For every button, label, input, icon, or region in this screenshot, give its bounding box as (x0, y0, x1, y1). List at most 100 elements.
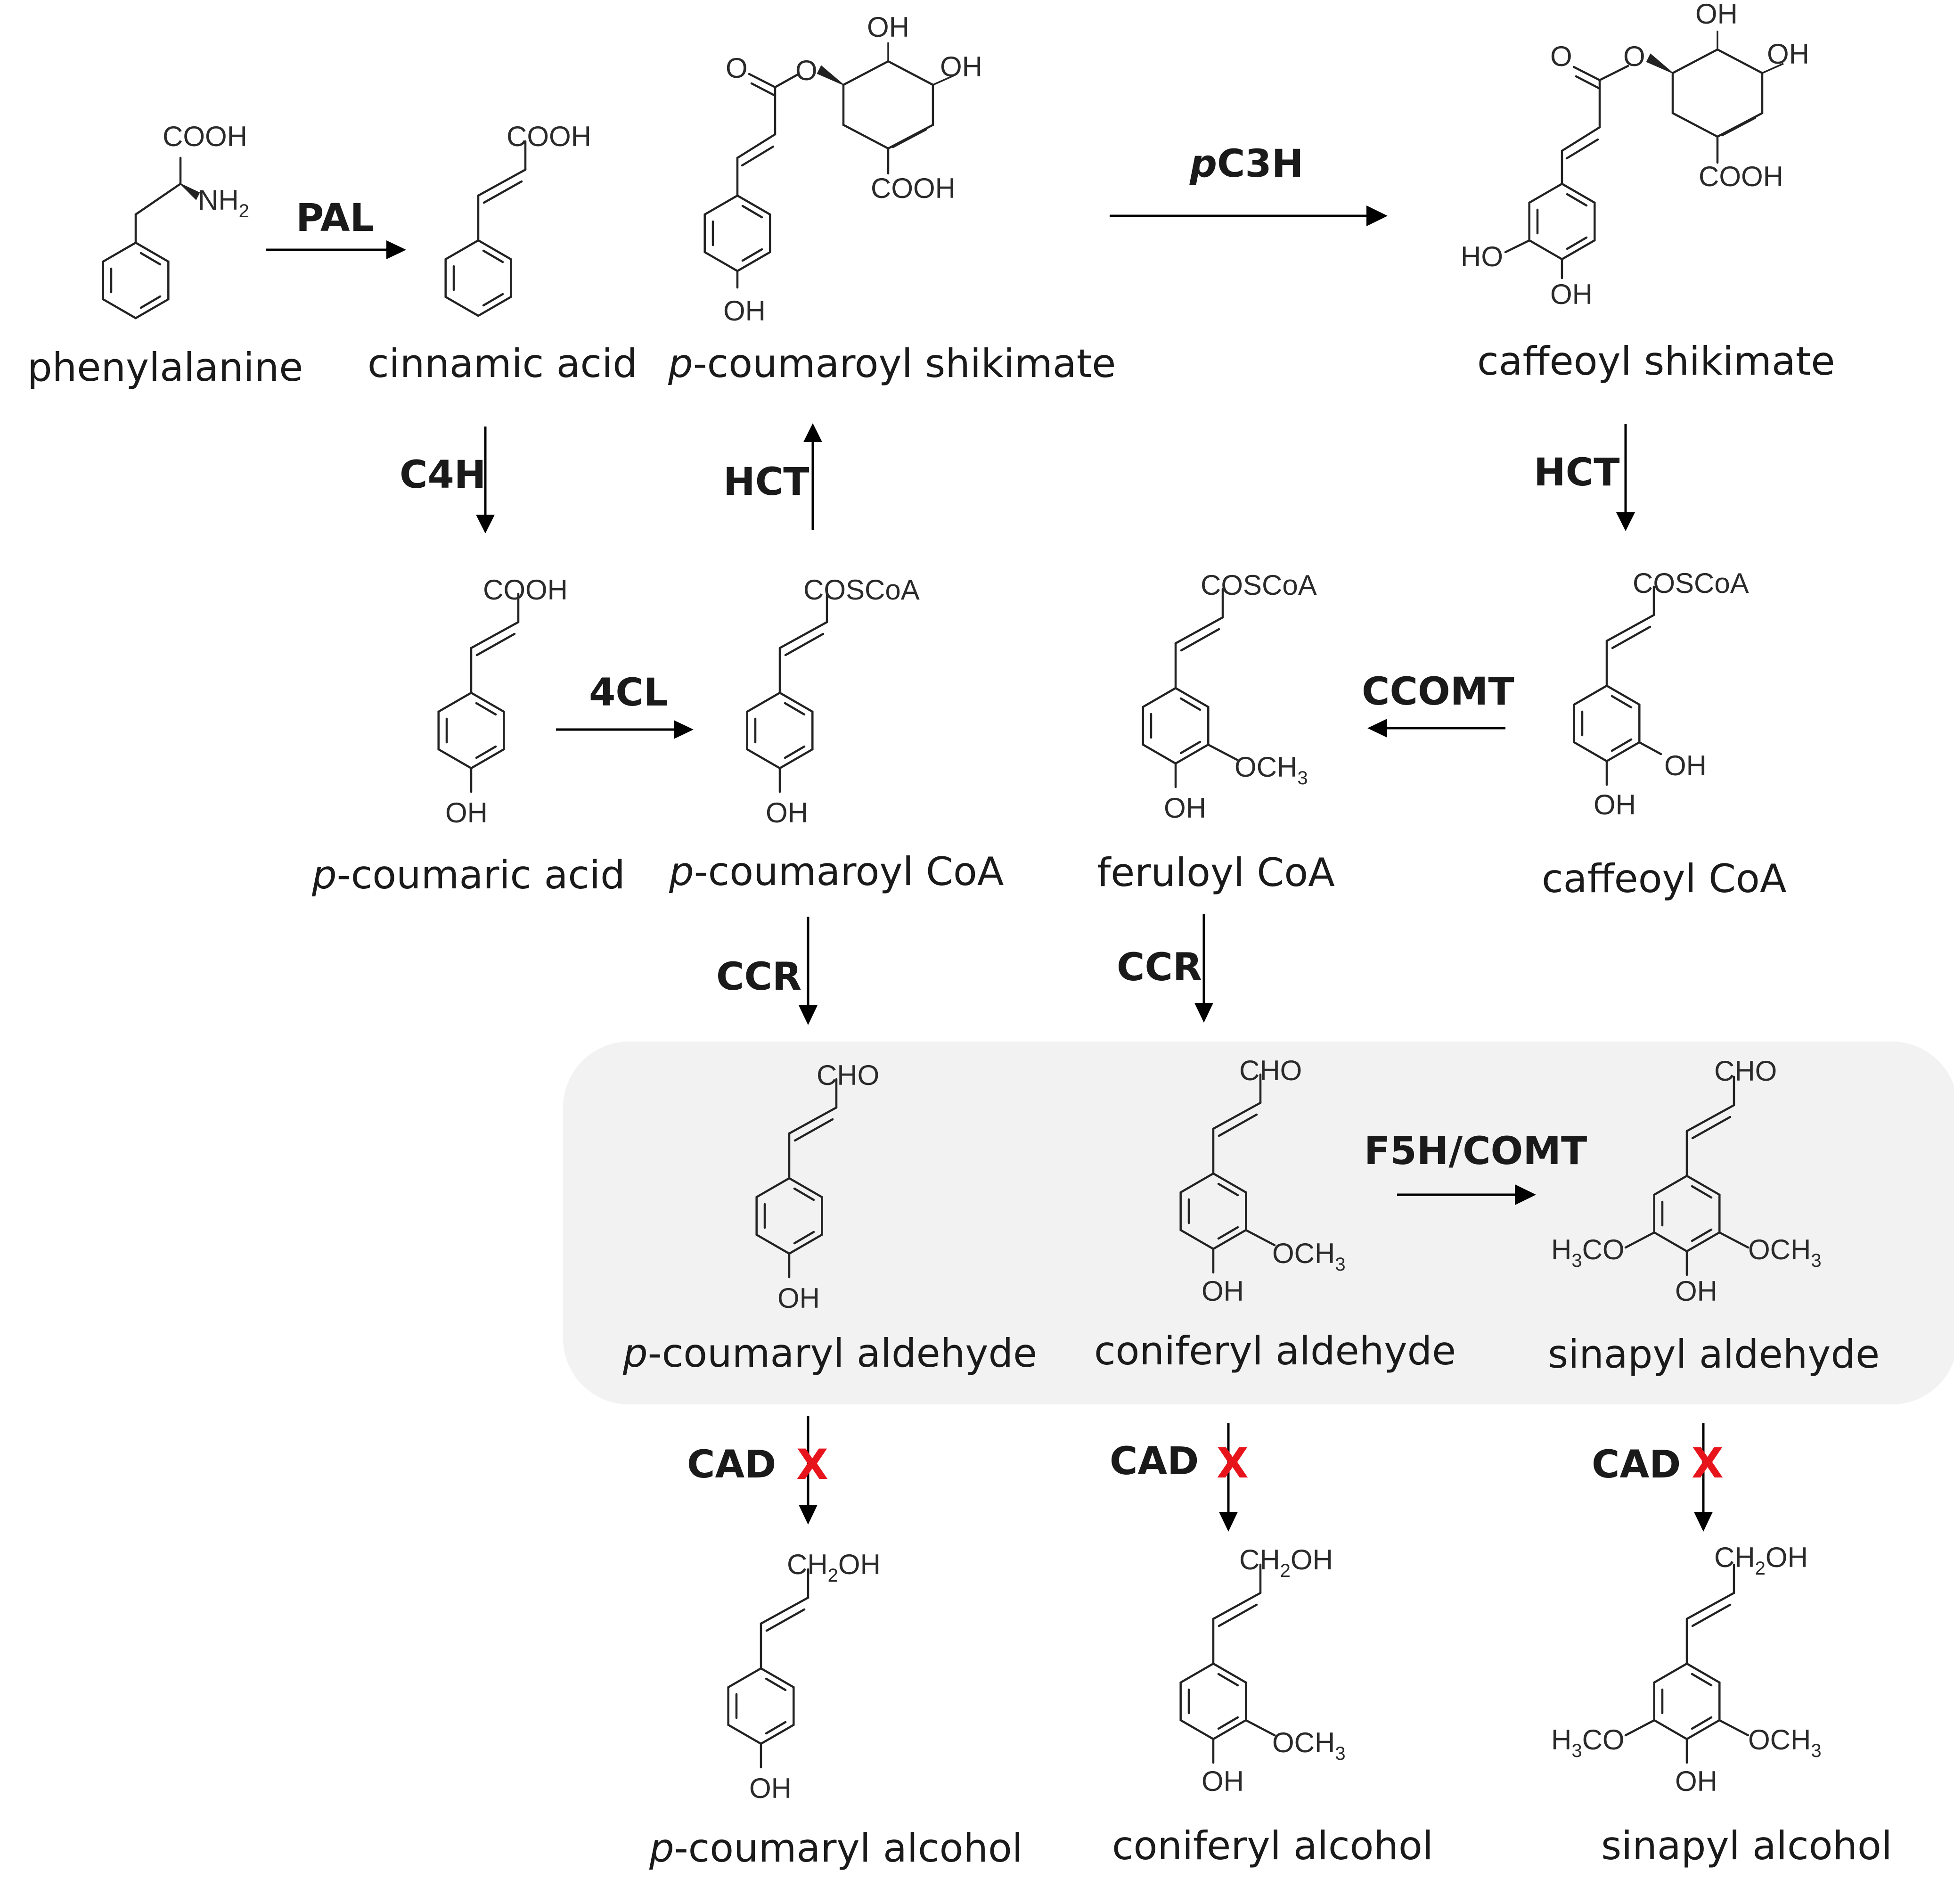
hct-up-arrowhead (803, 423, 822, 442)
caffeoyl-shikimate-quinic-ring (1646, 31, 1784, 164)
p-coumaric-acid-oh: OH (445, 797, 488, 829)
pcs-ester-o: O (795, 55, 818, 86)
pc3h-arrowhead (1366, 205, 1388, 226)
pal-arrowhead (386, 240, 406, 259)
p-coumaryl-alcohol-ch2oh: CH2OH (787, 1549, 881, 1586)
p-coumaroyl-coa-oh: OH (766, 797, 808, 829)
enzyme-ccomt: CCOMT (1362, 670, 1514, 714)
p-coumaric-acid-cooh: COOH (483, 574, 568, 606)
p-coumaroyl-shikimate-structure (705, 73, 800, 289)
p-coumaryl-aldehyde-cho: CHO (817, 1059, 879, 1091)
ccomt-arrowhead (1367, 719, 1387, 738)
sinapyl-aldehyde-cho: CHO (1714, 1055, 1777, 1087)
enzyme-f5h-comt: F5H/COMT (1364, 1129, 1587, 1174)
feruloyl-coa-structure (1143, 589, 1238, 788)
feruloyl-coa-och3: OCH3 (1235, 751, 1308, 788)
sinapyl-alcohol-oh: OH (1675, 1765, 1717, 1797)
cad-block-mark-3: X (1692, 1439, 1724, 1487)
p-coumaric-acid-structure (439, 594, 518, 793)
coniferyl-aldehyde-name: coniferyl aldehyde (1094, 1328, 1456, 1374)
caffeoyl-coa-name: caffeoyl CoA (1542, 856, 1787, 902)
aldehyde-highlight-panel (563, 1042, 1954, 1404)
pcs-carbonyl-o: O (726, 52, 748, 84)
sinapyl-aldehyde-h3co: H3CO (1551, 1234, 1625, 1271)
enzyme-hct-up: HCT (723, 460, 809, 504)
cs-carbonyl-o: O (1550, 41, 1572, 72)
pcs-cooh: COOH (871, 172, 956, 204)
caffeoyl-shikimate-structure (1504, 65, 1629, 279)
cad-block-mark-1: X (796, 1440, 828, 1489)
pcs-oh-right: OH (940, 51, 982, 82)
p-coumaroyl-coa-structure (747, 594, 827, 793)
enzyme-pc3h: pC3H (1189, 142, 1304, 186)
caffeoyl-coa-coscoa: COSCoA (1633, 567, 1749, 599)
enzyme-pal: PAL (296, 196, 374, 240)
p-coumaric-acid-name: p-coumaric acid (311, 852, 625, 898)
coniferyl-aldehyde-och3: OCH3 (1272, 1238, 1346, 1275)
cs-ho: HO (1461, 241, 1503, 272)
cinnamic-acid-structure (446, 141, 525, 316)
sinapyl-alcohol-och3: OCH3 (1748, 1724, 1822, 1761)
coniferyl-aldehyde-structure (1181, 1075, 1276, 1274)
caffeoyl-coa-oh-para: OH (1594, 789, 1636, 821)
coniferyl-aldehyde-oh: OH (1202, 1275, 1244, 1307)
coniferyl-aldehyde-cho: CHO (1239, 1055, 1302, 1086)
cad-block-mark-2: X (1217, 1439, 1249, 1487)
enzyme-hct-down: HCT (1534, 451, 1620, 495)
coniferyl-alcohol-name: coniferyl alcohol (1112, 1823, 1433, 1869)
p-coumaroyl-coa-coscoa: COSCoA (803, 574, 920, 606)
p-coumaroyl-coa-name: p-coumaroyl CoA (669, 849, 1004, 895)
caffeoyl-shikimate-name: caffeoyl shikimate (1477, 338, 1835, 384)
phenylalanine-structure (103, 156, 200, 318)
4cl-arrowhead (674, 720, 694, 739)
p-coumaryl-aldehyde-name: p-coumaryl aldehyde (622, 1330, 1037, 1376)
cs-cooh: COOH (1699, 161, 1783, 192)
p-coumaryl-alcohol-name: p-coumaryl alcohol (649, 1825, 1023, 1871)
cad-arrowhead-3 (1694, 1512, 1713, 1532)
pcs-ring-oh: OH (723, 295, 766, 327)
enzyme-cad-3: CAD (1592, 1443, 1681, 1487)
enzyme-cad-2: CAD (1110, 1439, 1199, 1484)
coniferyl-alcohol-ch2oh: CH2OH (1239, 1544, 1333, 1581)
enzyme-4cl: 4CL (589, 671, 668, 715)
cs-ring-oh: OH (1550, 279, 1593, 310)
feruloyl-coa-name: feruloyl CoA (1097, 850, 1335, 895)
sinapyl-alcohol-structure (1624, 1565, 1750, 1764)
caffeoyl-coa-oh-meta: OH (1664, 750, 1707, 781)
p-coumaroyl-shikimate-name: p-coumaroyl shikimate (668, 341, 1116, 386)
enzyme-c4h: C4H (400, 453, 486, 497)
sinapyl-alcohol-name: sinapyl alcohol (1601, 1823, 1892, 1869)
f5h-comt-arrowhead (1515, 1184, 1536, 1205)
phenylalanine-cooh-label: COOH (163, 121, 247, 152)
cad-arrowhead-2 (1219, 1512, 1238, 1532)
sinapyl-aldehyde-och3: OCH3 (1748, 1234, 1822, 1271)
enzyme-ccr-1: CCR (716, 955, 801, 999)
sinapyl-aldehyde-oh: OH (1675, 1275, 1717, 1307)
ccr-arrowhead-2 (1194, 1003, 1213, 1023)
p-coumaryl-aldehyde-structure (757, 1079, 836, 1279)
phenylalanine-nh2-label: NH2 (198, 184, 249, 222)
cs-ester-o: O (1623, 41, 1645, 72)
enzyme-cad-1: CAD (687, 1443, 776, 1487)
coniferyl-alcohol-structure (1181, 1565, 1276, 1764)
pcs-oh-top: OH (867, 11, 909, 43)
caffeoyl-coa-structure (1574, 587, 1662, 786)
sinapyl-alcohol-ch2oh: CH2OH (1714, 1542, 1808, 1579)
hct-down-arrowhead (1616, 512, 1635, 531)
p-coumaryl-alcohol-oh: OH (749, 1773, 792, 1804)
cs-oh-right: OH (1767, 38, 1809, 70)
p-coumaroyl-shikimate-quinic-ring (817, 42, 955, 175)
coniferyl-alcohol-och3: OCH3 (1272, 1727, 1346, 1764)
sinapyl-alcohol-h3co: H3CO (1551, 1724, 1625, 1761)
coniferyl-alcohol-oh: OH (1202, 1765, 1244, 1797)
feruloyl-coa-oh: OH (1164, 792, 1206, 824)
p-coumaryl-aldehyde-oh: OH (777, 1282, 820, 1314)
cad-arrowhead-1 (799, 1505, 818, 1525)
p-coumaryl-alcohol-structure (728, 1569, 808, 1769)
phenylalanine-name: phenylalanine (27, 345, 303, 390)
cs-oh-top: OH (1695, 0, 1738, 30)
cinnamic-acid-name: cinnamic acid (368, 341, 638, 386)
sinapyl-aldehyde-structure (1624, 1077, 1750, 1276)
sinapyl-aldehyde-name: sinapyl aldehyde (1548, 1331, 1880, 1377)
